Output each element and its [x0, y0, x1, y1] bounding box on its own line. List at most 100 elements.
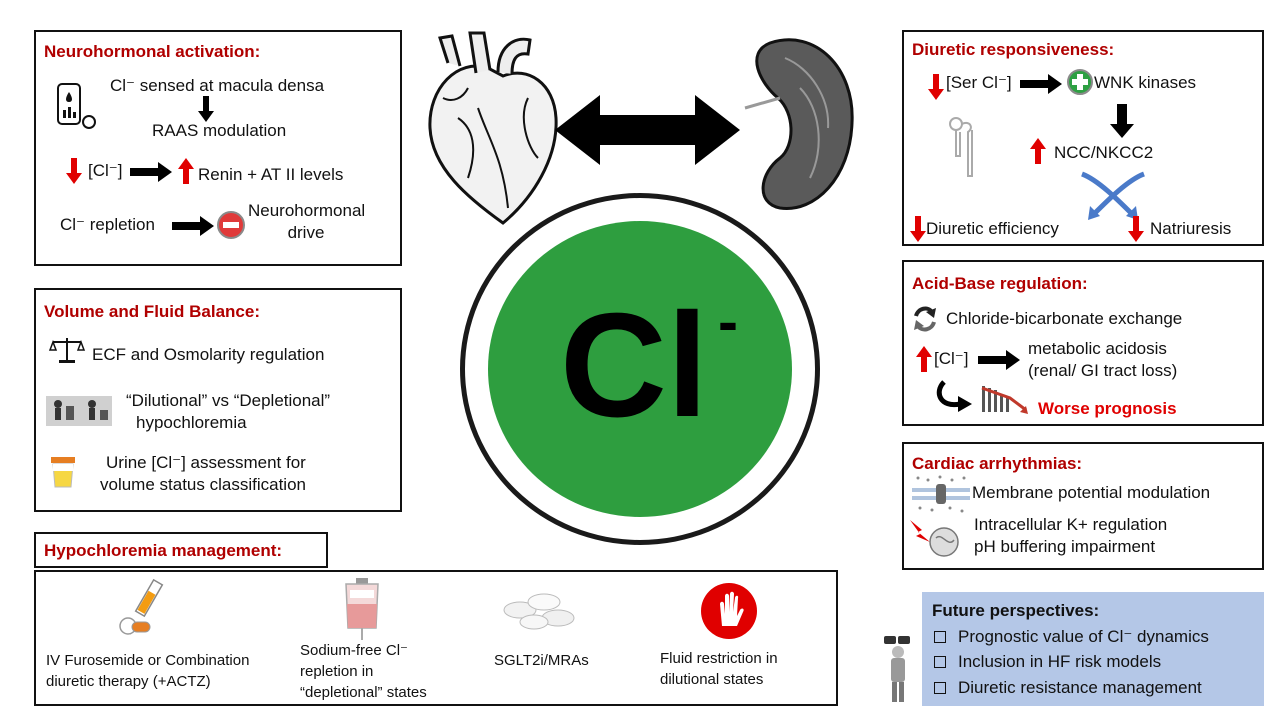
decrease-arrow-icon — [1128, 216, 1144, 242]
increase-arrow-icon — [178, 158, 194, 184]
sodium-free-line-2: repletion in — [300, 663, 374, 680]
ncc-text: NCC/NKCC2 — [1054, 143, 1154, 162]
management-panel: IV Furosemide or Combination diuretic th… — [34, 570, 838, 706]
chloride-green-disc — [488, 221, 792, 517]
future-item-label: Prognostic value of Cl⁻ dynamics — [958, 627, 1209, 646]
furosemide-line-2: diuretic therapy (+ACTZ) — [46, 673, 211, 690]
sodium-free-text: Sodium-free Cl⁻ repletion in “depletiona… — [300, 640, 427, 703]
dilutional-text: “Dilutional” vs “Depletional” hypochlore… — [126, 390, 330, 434]
urine-cup-icon — [51, 457, 75, 488]
nephron-icon — [949, 117, 973, 177]
renin-text: Renin + AT II levels — [198, 165, 344, 184]
sglt2-text: SGLT2i/MRAs — [494, 652, 589, 669]
fluid-restriction-line-2: dilutional states — [660, 671, 764, 688]
membrane-icon — [912, 475, 970, 513]
down-arrow-icon — [1110, 104, 1134, 138]
decrease-arrow-icon — [910, 216, 926, 242]
heart-lightning-icon — [910, 520, 959, 557]
kidney-illustration — [744, 38, 854, 210]
declining-chart-icon — [981, 386, 1028, 414]
membrane-text: Membrane potential modulation — [972, 483, 1211, 502]
volume-panel: Volume and Fluid Balance: ECF and Osmola… — [34, 288, 402, 512]
sodium-free-line-3: “depletional” states — [300, 684, 427, 701]
dilution-figures-icon — [46, 396, 112, 426]
future-item: Diuretic resistance management — [934, 677, 1202, 699]
iv-bag-icon — [345, 578, 379, 640]
diuretic-title: Diuretic responsiveness: — [912, 40, 1115, 59]
raas-text: RAAS modulation — [152, 121, 287, 140]
acidosis-text: metabolic acidosis (renal/ GI tract loss… — [1028, 338, 1177, 382]
plus-circle-icon — [1067, 69, 1093, 95]
acidosis-line-1: metabolic acidosis — [1028, 339, 1167, 358]
acidosis-line-2: (renal/ GI tract loss) — [1028, 361, 1178, 381]
balance-scale-icon — [48, 338, 86, 363]
decrease-arrow-icon — [66, 158, 82, 184]
heart-illustration — [428, 31, 558, 225]
future-item: Prognostic value of Cl⁻ dynamics — [934, 626, 1209, 648]
future-item: Inclusion in HF risk models — [934, 651, 1161, 673]
neurohormonal-panel: Neurohormonal activation: Cl⁻ sensed at … — [34, 30, 402, 266]
management-title: Hypochloremia management: — [44, 541, 283, 560]
drive-line-1: Neurohormonal — [248, 201, 366, 220]
checkbox-icon — [934, 656, 946, 668]
fluid-restriction-text: Fluid restriction in dilutional states — [660, 648, 778, 690]
chloride-level-label: [Cl⁻] — [88, 161, 123, 180]
neurohormonal-title: Neurohormonal activation: — [44, 42, 261, 61]
future-title: Future perspectives: — [932, 601, 1100, 620]
potassium-text: Intracellular K+ regulation pH buffering… — [974, 514, 1167, 558]
dilutional-line-2: hypochloremia — [136, 413, 247, 433]
chloride-repletion-text: Cl⁻ repletion — [60, 215, 155, 234]
diuretic-efficiency-text: Diuretic efficiency — [926, 219, 1059, 238]
right-arrow-icon — [130, 162, 172, 182]
decrease-arrow-icon — [928, 74, 944, 100]
future-panel: Future perspectives: Prognostic value of… — [922, 592, 1264, 706]
binoculars-person-icon — [884, 636, 910, 702]
furosemide-text: IV Furosemide or Combination diuretic th… — [46, 650, 249, 692]
ecf-text: ECF and Osmolarity regulation — [92, 345, 325, 364]
urine-text: Urine [Cl⁻] assessment for volume status… — [100, 452, 306, 496]
diuretic-panel: Diuretic responsiveness: [Ser Cl⁻] WNK k… — [902, 30, 1264, 246]
furosemide-line-1: IV Furosemide or Combination — [46, 652, 250, 669]
volume-title: Volume and Fluid Balance: — [44, 302, 260, 321]
right-arrow-icon — [1020, 74, 1062, 94]
drive-line-2: drive — [287, 223, 325, 243]
minus-circle-icon — [217, 211, 245, 239]
chloride-symbol: Cl — [560, 292, 708, 440]
neurohormonal-drive-text: Neurohormonal drive — [248, 200, 366, 244]
urine-line-1: Urine [Cl⁻] assessment for — [106, 453, 306, 472]
right-arrow-icon — [978, 350, 1020, 370]
exchange-text: Chloride-bicarbonate exchange — [946, 309, 1183, 328]
fluid-restriction-line-1: Fluid restriction in — [660, 650, 778, 667]
increase-arrow-icon — [1030, 138, 1046, 164]
management-title-box: Hypochloremia management: — [34, 532, 328, 568]
acid-base-title: Acid-Base regulation: — [912, 274, 1088, 293]
acid-chloride-label: [Cl⁻] — [934, 349, 969, 368]
future-item-label: Diuretic resistance management — [958, 678, 1202, 697]
acid-base-panel: Acid-Base regulation: Chloride-bicarbona… — [902, 260, 1264, 426]
arrhythmia-title: Cardiac arrhythmias: — [912, 454, 1083, 473]
chloride-symbol-text: Cl — [560, 283, 708, 448]
tablets-icon — [503, 593, 575, 630]
curved-arrow-icon — [936, 380, 972, 412]
arrhythmia-panel: Cardiac arrhythmias: Membrane potential … — [902, 442, 1264, 570]
down-arrow-icon — [198, 96, 214, 122]
increase-arrow-icon — [916, 346, 932, 372]
syringe-pills-icon — [119, 578, 164, 635]
dilutional-line-1: “Dilutional” vs “Depletional” — [126, 391, 331, 410]
urine-line-2: volume status classification — [100, 475, 306, 495]
checkbox-icon — [934, 682, 946, 694]
future-item-label: Inclusion in HF risk models — [958, 652, 1162, 671]
chloride-superscript: - — [718, 288, 738, 355]
potassium-line-2: pH buffering impairment — [974, 537, 1156, 557]
stop-hand-icon — [701, 583, 757, 639]
sensor-device-icon — [57, 83, 96, 129]
sodium-free-line-1: Sodium-free Cl⁻ — [300, 642, 408, 659]
checkbox-icon — [934, 631, 946, 643]
crossing-arrows-icon — [1081, 171, 1145, 220]
potassium-line-1: Intracellular K+ regulation — [974, 515, 1168, 534]
macula-densa-text: Cl⁻ sensed at macula densa — [110, 76, 325, 95]
natriuresis-text: Natriuresis — [1150, 219, 1232, 238]
right-arrow-icon — [172, 216, 214, 236]
worse-prognosis-text: Worse prognosis — [1038, 399, 1177, 418]
wnk-text: WNK kinases — [1094, 73, 1197, 92]
